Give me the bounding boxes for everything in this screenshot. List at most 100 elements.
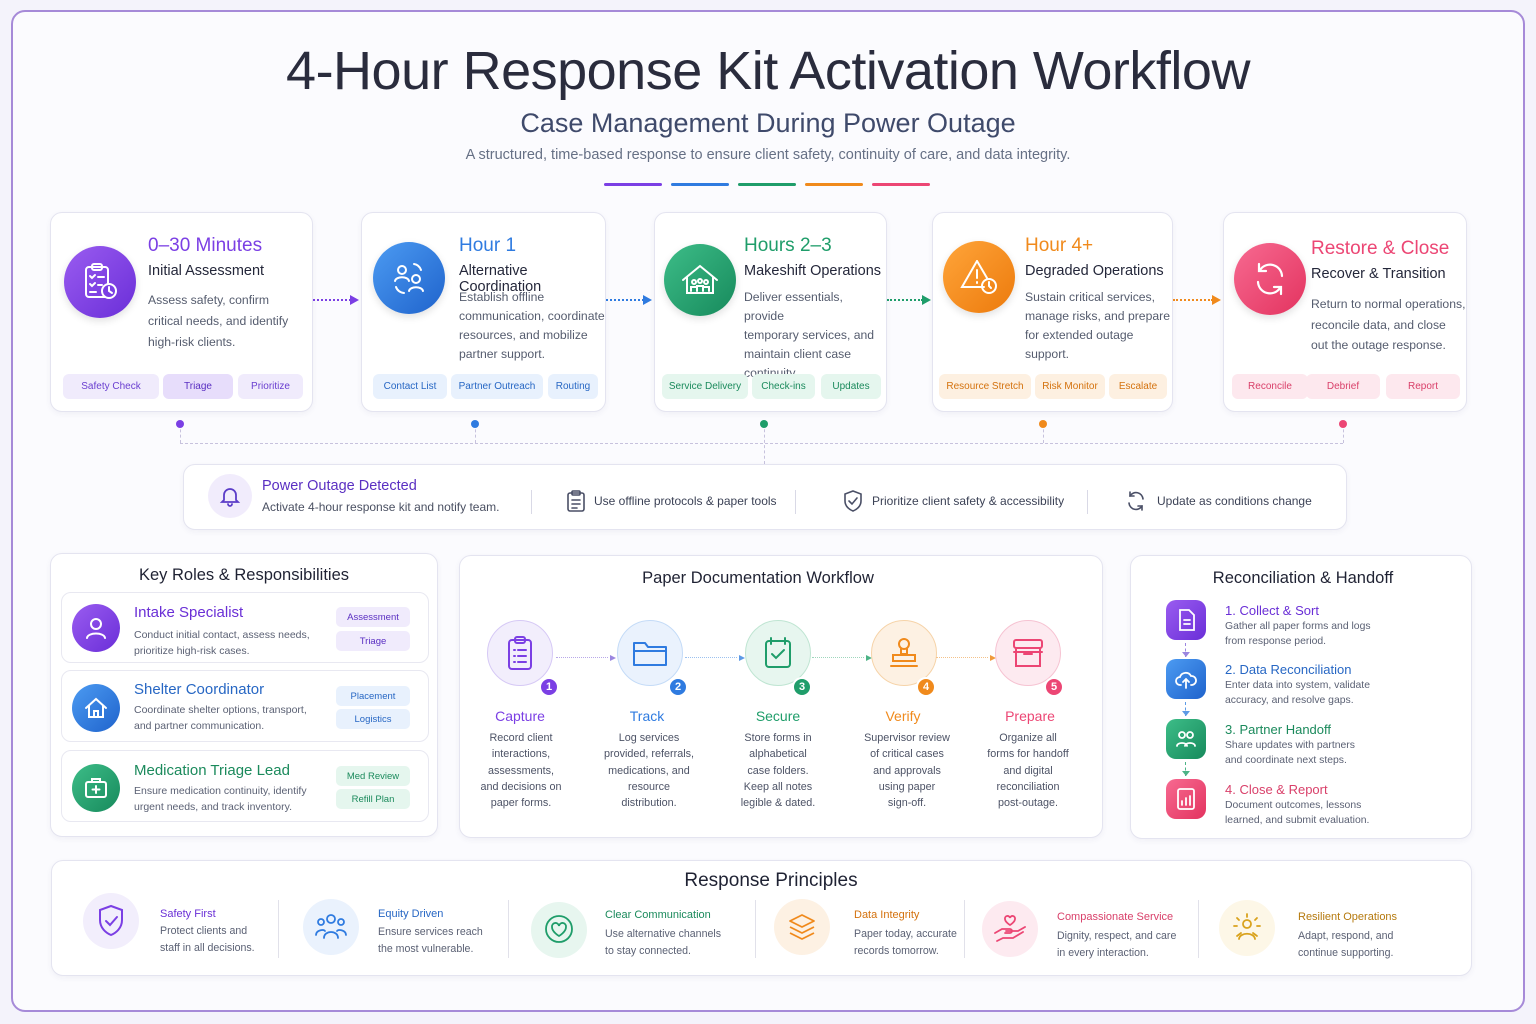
role-title: Intake Specialist (134, 604, 244, 621)
paper-workflow-title: Paper Documentation Workflow (642, 569, 874, 587)
clipboard-clock-icon (64, 246, 136, 318)
tag-triage[interactable]: Triage (163, 374, 233, 399)
accent-dash-green (738, 183, 796, 186)
phase-card-1: 0–30 Minutes Initial Assessment Assess s… (50, 212, 313, 412)
tag-escalate[interactable]: Escalate (1109, 374, 1167, 399)
outage-banner (183, 464, 1347, 530)
principle-title: Resilient Operations (1298, 911, 1398, 923)
tag-safety-check[interactable]: Safety Check (63, 374, 159, 399)
banner-item-update: Update as conditions change (1125, 490, 1312, 512)
rec-connector-head (1182, 711, 1190, 716)
tag-reconcile[interactable]: Reconcile (1232, 374, 1308, 399)
doc-step-title: Secure (755, 708, 801, 724)
role-tag[interactable]: Triage (336, 631, 410, 651)
flow-arrow-2 (606, 294, 652, 306)
rec-connector-head (1182, 771, 1190, 776)
flow-arrow-1 (313, 294, 359, 306)
timeline-connector (1343, 424, 1344, 443)
page-subtitle: Case Management During Power Outage (520, 108, 1016, 138)
step-number: 5 (1044, 677, 1064, 697)
doc-step-title: Verify (885, 708, 921, 724)
rec-step-title: 4. Close & Report (1225, 782, 1328, 797)
phase-description: Return to normal operations,reconcile da… (1311, 297, 1466, 352)
doc-flow-arrow (936, 652, 996, 664)
tag-debrief[interactable]: Debrief (1306, 374, 1380, 399)
principle-separator (278, 900, 279, 958)
team-icon (1166, 719, 1206, 759)
tag-contact-list[interactable]: Contact List (373, 374, 447, 399)
page-title: 4-Hour Response Kit Activation Workflow (286, 41, 1250, 101)
tag-routing[interactable]: Routing (548, 374, 598, 399)
role-tag[interactable]: Placement (336, 686, 410, 706)
timeline-connector (764, 424, 765, 464)
tag-report[interactable]: Report (1386, 374, 1460, 399)
doc-step-title: Prepare (1005, 708, 1055, 724)
cloud-upload-icon (1166, 659, 1206, 699)
tag-risk-monitor[interactable]: Risk Monitor (1035, 374, 1105, 399)
phase-card-3: Hours 2–3 Makeshift Operations Deliver e… (654, 212, 887, 412)
phase-card-4: Hour 4+ Degraded Operations Sustain crit… (932, 212, 1173, 412)
phase-time: 0–30 Minutes (148, 235, 263, 256)
phase-time: Hours 2–3 (744, 235, 832, 256)
doc-flow-arrow (812, 652, 872, 664)
banner-separator (1087, 490, 1088, 514)
role-tag[interactable]: Assessment (336, 607, 410, 627)
principle-separator (964, 900, 965, 958)
role-tag[interactable]: Med Review (336, 766, 410, 786)
timeline-dot-pink (1339, 420, 1347, 428)
flow-arrow-3 (887, 294, 931, 306)
banner-title: Power Outage Detected (262, 478, 417, 494)
role-description: Conduct initial contact, assess needs,pr… (134, 629, 310, 657)
secure-check-icon (745, 620, 811, 686)
phase-name: Initial Assessment (148, 263, 265, 279)
timeline-dot-purple (176, 420, 184, 428)
step-number: 2 (668, 677, 688, 697)
rec-connector (1185, 643, 1186, 657)
role-tag[interactable]: Refill Plan (336, 789, 410, 809)
clipboard-icon (567, 490, 585, 512)
reconciliation-title: Reconciliation & Handoff (1212, 569, 1394, 587)
role-tag[interactable]: Logistics (336, 709, 410, 729)
tag-check-ins[interactable]: Check-ins (752, 374, 815, 399)
community-icon (303, 899, 359, 955)
principle-title: Clear Communication (605, 909, 711, 921)
timeline-line (180, 443, 1343, 444)
tag-resource-stretch[interactable]: Resource Stretch (939, 374, 1031, 399)
principle-title: Safety First (160, 908, 216, 920)
tag-service-delivery[interactable]: Service Delivery (662, 374, 748, 399)
doc-step-title: Capture (495, 708, 545, 724)
phase-description: Sustain critical services,manage risks, … (1025, 290, 1170, 361)
layers-icon (774, 899, 830, 955)
step-number: 4 (916, 677, 936, 697)
phase-card-2: Hour 1 Alternative Coordination Establis… (361, 212, 606, 412)
shelter-tent-icon (664, 244, 736, 316)
accent-dash-orange (805, 183, 863, 186)
house-icon (72, 684, 120, 732)
tag-partner-outreach[interactable]: Partner Outreach (451, 374, 543, 399)
clipboard-list-icon (487, 620, 553, 686)
phase-time: Hour 4+ (1025, 235, 1094, 256)
shield-check-icon (83, 893, 139, 949)
principle-separator (1198, 900, 1199, 958)
banner-item-offline: Use offline protocols & paper tools (566, 489, 777, 513)
tag-updates[interactable]: Updates (821, 374, 881, 399)
shield-check-icon (844, 490, 862, 512)
document-icon (1166, 600, 1206, 640)
page-description: A structured, time-based response to ens… (465, 147, 1071, 163)
timeline-dot-orange (1039, 420, 1047, 428)
phase-time: Hour 1 (459, 235, 517, 256)
tag-prioritize[interactable]: Prioritize (238, 374, 303, 399)
paper-workflow-panel (459, 555, 1103, 838)
